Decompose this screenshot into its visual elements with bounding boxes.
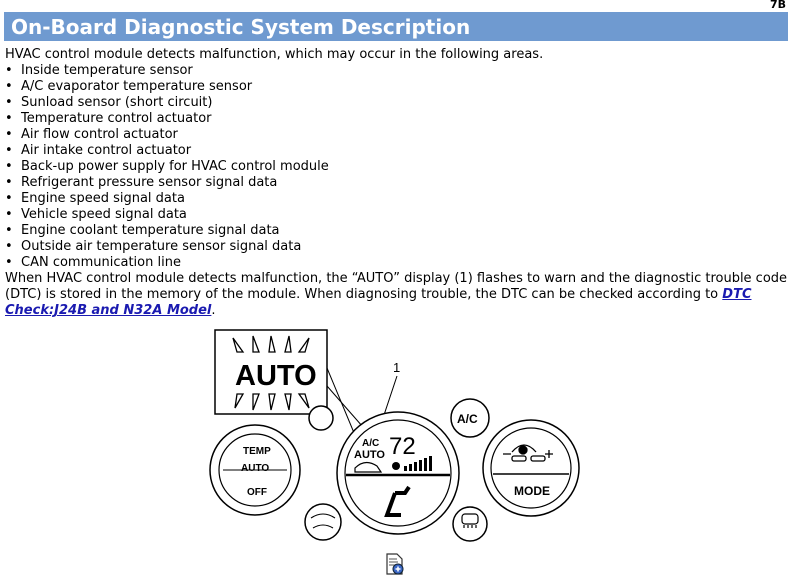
recirculation-icon xyxy=(310,513,336,529)
ac-button[interactable] xyxy=(450,398,490,438)
malfunction-areas-list: Inside temperature sensor A/C evaporator… xyxy=(5,63,790,271)
body-text: When HVAC control module detects malfunc… xyxy=(5,271,788,302)
description-content: HVAC control module detects malfunction,… xyxy=(5,47,790,319)
list-item: Inside temperature sensor xyxy=(5,63,790,79)
windshield-icon xyxy=(354,461,383,473)
list-item: Vehicle speed signal data xyxy=(5,207,790,223)
diagnosis-paragraph: When HVAC control module detects malfunc… xyxy=(5,271,790,319)
list-item: A/C evaporator temperature sensor xyxy=(5,79,790,95)
left-off-label: OFF xyxy=(247,487,267,498)
intro-text: HVAC control module detects malfunction,… xyxy=(5,47,544,62)
fan-icon xyxy=(392,462,400,470)
callout-number: 1 xyxy=(393,360,400,375)
list-item: Engine coolant temperature signal data xyxy=(5,223,790,239)
list-item: Back-up power supply for HVAC control mo… xyxy=(5,159,790,175)
page-title: On-Board Diagnostic System Description xyxy=(4,12,788,41)
list-item: Air flow control actuator xyxy=(5,127,790,143)
auto-callout-box xyxy=(214,329,328,415)
rear-defrost-icon xyxy=(461,513,479,528)
list-item: Temperature control actuator xyxy=(5,111,790,127)
left-auto-label: AUTO xyxy=(241,463,269,474)
list-item: Air intake control actuator xyxy=(5,143,790,159)
dtc-check-link[interactable]: DTC Check:J24B and N32A Model xyxy=(5,287,752,318)
list-item: Engine speed signal data xyxy=(5,191,790,207)
list-item: CAN communication line xyxy=(5,255,790,271)
display-auto-text: AUTO xyxy=(354,449,385,461)
list-item: Outside air temperature sensor signal da… xyxy=(5,239,790,255)
vent-mode-icon xyxy=(384,485,411,517)
left-temp-label: TEMP xyxy=(243,446,271,457)
body-end: . xyxy=(211,303,216,318)
display-ac-text: A/C xyxy=(362,438,379,449)
fan-speed-bars xyxy=(404,456,432,471)
mode-button-label: MODE xyxy=(514,484,550,498)
document-zoom-icon[interactable] xyxy=(384,553,406,575)
hvac-panel-figure: AUTO 1 TEMP AUTO OFF A/C AUTO 72 A/C xyxy=(209,329,580,542)
flash-marks xyxy=(232,335,310,411)
list-item: Sunload sensor (short circuit) xyxy=(5,95,790,111)
ac-button-label: A/C xyxy=(457,412,478,426)
page-code: 7B xyxy=(769,0,786,11)
outside-air-button[interactable] xyxy=(304,503,342,541)
small-button[interactable] xyxy=(308,405,334,431)
display-temp-text: 72 xyxy=(389,433,416,460)
list-item: Refrigerant pressure sensor signal data xyxy=(5,175,790,191)
center-display xyxy=(344,419,452,527)
fan-mode-knob[interactable] xyxy=(490,427,572,509)
callout-auto-text: AUTO xyxy=(235,360,317,392)
defrost-icon xyxy=(503,444,553,462)
